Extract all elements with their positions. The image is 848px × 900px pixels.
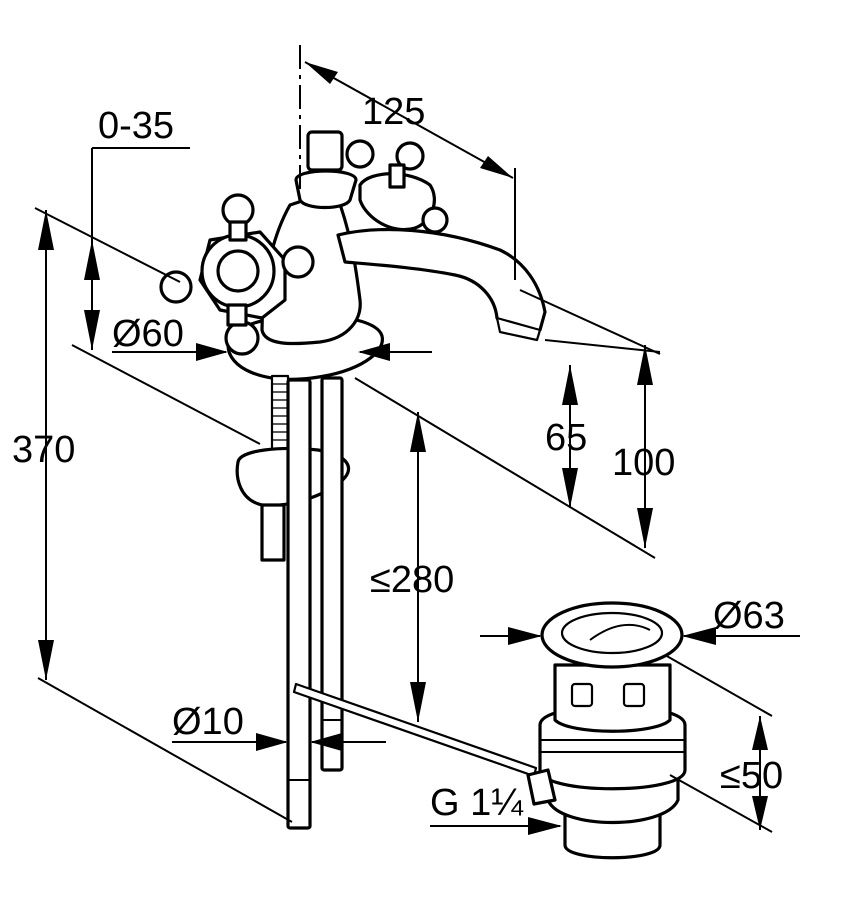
dim-label-waste-thread: G 1¼ xyxy=(430,782,524,824)
dimension-lines xyxy=(34,45,800,835)
dim-label-max-depth: ≤280 xyxy=(370,559,454,601)
pop-up-waste xyxy=(526,601,687,860)
dim-label-tap-height: 100 xyxy=(612,442,675,484)
dim-label-rod-diameter: Ø10 xyxy=(172,701,244,743)
dim-label-spout-reach: 125 xyxy=(362,91,425,133)
faucet xyxy=(159,130,547,381)
left-handle xyxy=(159,193,315,356)
dim-label-waste-height: ≤50 xyxy=(720,755,783,797)
dim-label-total-height: 370 xyxy=(12,429,75,471)
dim-label-base-diameter: Ø60 xyxy=(112,313,184,355)
dim-label-spout-height: 65 xyxy=(545,417,587,459)
dim-label-waste-diameter: Ø63 xyxy=(713,595,785,637)
right-handle xyxy=(345,139,449,234)
mounting-hardware xyxy=(235,374,351,830)
dim-label-lever-height-range: 0-35 xyxy=(98,105,174,147)
